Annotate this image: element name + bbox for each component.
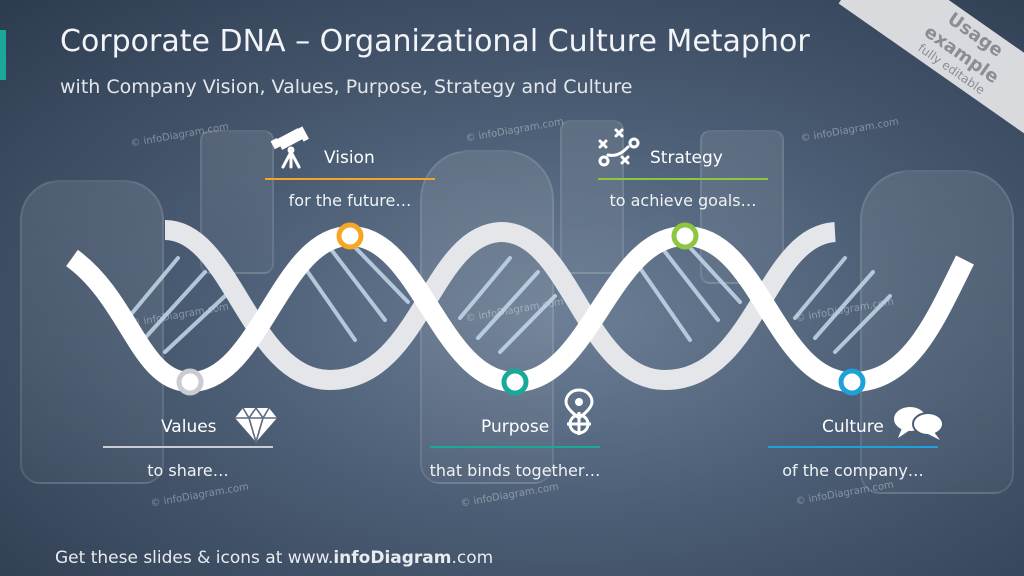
diamond-icon	[235, 406, 277, 444]
desc-vision: for the future…	[288, 191, 412, 210]
accent-tab	[0, 30, 6, 80]
node-values	[176, 368, 204, 396]
footer-note: Get these slides & icons at www.infoDiag…	[55, 548, 493, 568]
underline-values	[103, 446, 273, 448]
underline-culture	[768, 446, 938, 448]
speech-bubbles-icon	[894, 407, 944, 440]
label-culture: Culture	[822, 417, 884, 437]
target-pin-icon	[564, 388, 594, 435]
helix-back-strand	[163, 220, 837, 391]
node-culture	[838, 368, 866, 396]
desc-strategy: to achieve goals…	[609, 191, 757, 210]
footer-prefix: Get these slides & icons at www.	[55, 548, 334, 568]
node-purpose	[501, 368, 529, 396]
label-vision: Vision	[324, 148, 375, 168]
footer-suffix: .com	[451, 548, 494, 568]
underline-strategy	[598, 178, 768, 180]
footer-brand: infoDiagram	[333, 548, 452, 568]
desc-values: to share…	[147, 461, 229, 480]
underline-vision	[265, 178, 435, 180]
helix-rungs	[126, 238, 892, 354]
strategy-play-icon	[598, 128, 640, 167]
desc-purpose: that binds together…	[429, 461, 601, 480]
telescope-icon	[270, 126, 309, 169]
label-values: Values	[161, 417, 217, 437]
underline-purpose	[430, 446, 600, 448]
label-purpose: Purpose	[481, 417, 550, 437]
slide-subtitle: with Company Vision, Values, Purpose, St…	[60, 76, 633, 98]
slide-title: Corporate DNA – Organizational Culture M…	[60, 24, 810, 59]
node-vision	[336, 222, 364, 250]
node-strategy	[671, 222, 699, 250]
label-strategy: Strategy	[650, 148, 723, 168]
desc-culture: of the company…	[782, 461, 924, 480]
